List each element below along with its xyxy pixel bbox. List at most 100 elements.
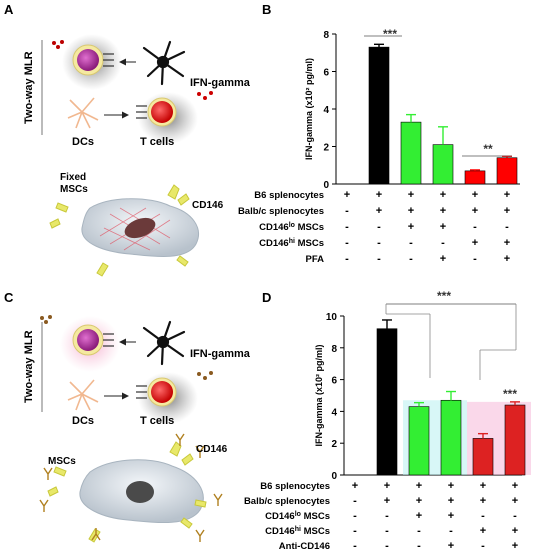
condition-sign: + <box>416 510 422 522</box>
bar <box>432 144 454 185</box>
condition-sign: - <box>409 237 413 249</box>
mlr-side-label: Two-way MLR <box>23 330 35 403</box>
condition-sign: + <box>376 189 382 201</box>
condition-sign: + <box>408 205 414 217</box>
condition-sign: - <box>385 540 389 550</box>
y-tick-label: 4 <box>323 105 329 116</box>
condition-sign: + <box>472 237 478 249</box>
condition-sign: + <box>448 510 454 522</box>
condition-label: B6 splenocytes <box>254 190 324 201</box>
anti-cd146-antibody-icon <box>39 433 223 542</box>
dc-label: DCs <box>72 415 94 427</box>
condition-sign: + <box>504 189 510 201</box>
condition-sign: - <box>345 253 349 265</box>
bar <box>400 121 422 185</box>
condition-sign: + <box>480 495 486 507</box>
condition-sign: + <box>448 495 454 507</box>
condition-sign: + <box>440 205 446 217</box>
condition-sign: - <box>377 237 381 249</box>
condition-sign: + <box>408 189 414 201</box>
dc-label: DCs <box>72 136 94 148</box>
mlr-side-label: Two-way MLR <box>23 51 35 124</box>
condition-sign: - <box>385 525 389 537</box>
condition-sign: - <box>505 221 509 233</box>
condition-sign: + <box>440 253 446 265</box>
condition-sign: + <box>504 205 510 217</box>
condition-sign: - <box>481 510 485 522</box>
panel-b-letter: B <box>262 2 271 17</box>
significance-label: *** <box>383 27 397 41</box>
condition-sign: + <box>504 237 510 249</box>
condition-sign: - <box>481 540 485 550</box>
condition-sign: + <box>440 189 446 201</box>
y-tick-label: 8 <box>331 344 337 355</box>
msc-label: MSCs <box>48 456 76 467</box>
bar <box>496 157 518 185</box>
condition-sign: + <box>480 480 486 492</box>
condition-sign: - <box>353 540 357 550</box>
condition-sign: - <box>449 525 453 537</box>
condition-sign: + <box>480 525 486 537</box>
condition-sign: + <box>512 495 518 507</box>
condition-sign: + <box>416 495 422 507</box>
condition-label: PFA <box>306 254 325 265</box>
cytokine-dots-icon <box>52 40 64 49</box>
ifn-gamma-label: IFN-gamma <box>190 77 251 89</box>
condition-sign: + <box>408 221 414 233</box>
dc-star-icon <box>67 379 99 411</box>
condition-label: CD146hi MSCs <box>259 238 324 249</box>
dc-star-icon <box>67 97 99 129</box>
significance-label: ** <box>483 142 493 156</box>
condition-sign: - <box>345 205 349 217</box>
y-tick-label: 10 <box>326 312 338 323</box>
cd146-label: CD146 <box>192 200 224 211</box>
y-tick-label: 2 <box>323 143 329 154</box>
receptor-icon <box>103 333 114 347</box>
receptor-icon <box>136 105 147 119</box>
bar <box>464 170 486 185</box>
condition-sign: + <box>512 525 518 537</box>
bar <box>376 328 398 476</box>
condition-sign: + <box>344 189 350 201</box>
star-cell-icon <box>142 40 186 86</box>
bar <box>440 399 462 476</box>
t-cell-label: T cells <box>140 415 174 427</box>
condition-sign: + <box>472 205 478 217</box>
y-tick-label: 2 <box>331 439 337 450</box>
dendritic-cell-nucleus <box>77 49 99 71</box>
condition-sign: - <box>353 510 357 522</box>
condition-sign: + <box>416 480 422 492</box>
condition-sign: - <box>385 510 389 522</box>
ifn-gamma-label: IFN-gamma <box>190 348 251 360</box>
y-axis-label: IFN-gamma (x10² pg/ml) <box>314 344 324 446</box>
cytokine-dots-icon <box>197 91 213 100</box>
condition-sign: - <box>417 540 421 550</box>
receptor-icon <box>136 385 147 399</box>
condition-sign: - <box>417 525 421 537</box>
y-tick-label: 0 <box>323 180 329 191</box>
y-axis-label: IFN-gamma (x10² pg/ml) <box>304 58 314 160</box>
t-cell-nucleus <box>151 101 173 123</box>
condition-sign: + <box>512 540 518 550</box>
panel-a-letter: A <box>4 2 14 17</box>
y-tick-label: 0 <box>331 471 337 482</box>
y-tick-label: 6 <box>323 68 329 79</box>
condition-sign: + <box>512 480 518 492</box>
panel-c-letter: C <box>4 290 14 305</box>
cytokine-dots-icon <box>40 315 52 324</box>
condition-sign: - <box>377 253 381 265</box>
condition-label: Anti-CD146 <box>279 541 330 550</box>
bar <box>408 406 430 476</box>
condition-sign: - <box>513 510 517 522</box>
panel-d-letter: D <box>262 290 271 305</box>
msc-nucleus <box>126 481 154 503</box>
condition-sign: + <box>440 221 446 233</box>
condition-label: CD146lo MSCs <box>259 222 324 233</box>
condition-sign: + <box>504 253 510 265</box>
condition-sign: + <box>448 480 454 492</box>
condition-sign: + <box>376 205 382 217</box>
star-cell-icon <box>142 320 186 366</box>
panel-c: C Two-way MLR IFN-gamma <box>4 290 251 543</box>
